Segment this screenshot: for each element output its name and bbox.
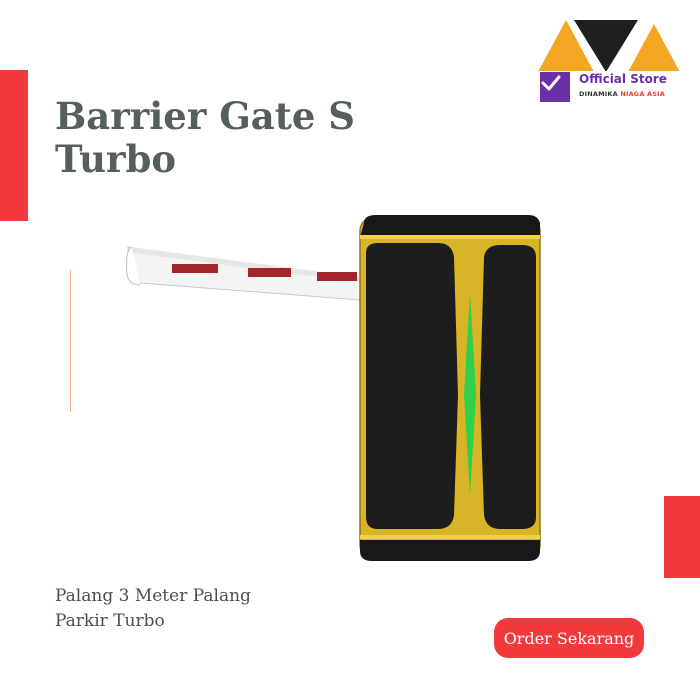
vertical-divider — [70, 270, 71, 412]
arm-stripe — [248, 268, 291, 277]
product-description: Palang 3 Meter Palang Parkir Turbo — [55, 584, 295, 634]
company-name-part2: NIAGA ASIA — [620, 90, 665, 98]
barrier-arm — [126, 246, 361, 301]
left-accent-bar — [0, 70, 28, 221]
product-title: Barrier Gate S Turbo — [55, 95, 435, 181]
store-logo: Official Store DINAMIKA NIAGA ASIA — [538, 18, 683, 104]
status-indicator-light — [464, 293, 476, 495]
barrier-gate-illustration — [126, 215, 541, 561]
checkmark-icon — [540, 72, 570, 102]
product-title-line1: Barrier Gate S — [55, 94, 356, 138]
product-description-line1: Palang 3 Meter Palang — [55, 586, 251, 606]
company-name: DINAMIKA NIAGA ASIA — [579, 90, 665, 98]
arm-stripe — [172, 264, 218, 273]
product-description-line2: Parkir Turbo — [55, 611, 165, 631]
logo-mountains-icon — [538, 20, 680, 72]
order-now-button[interactable]: Order Sekarang — [494, 618, 644, 658]
right-accent-bar — [664, 496, 700, 578]
official-store-label: Official Store — [579, 72, 667, 86]
arm-stripe — [317, 272, 357, 281]
company-name-part1: DINAMIKA — [579, 90, 618, 98]
official-store-badge: Official Store DINAMIKA NIAGA ASIA — [539, 71, 681, 103]
product-title-line2: Turbo — [55, 137, 177, 181]
barrier-cabinet — [359, 215, 541, 561]
